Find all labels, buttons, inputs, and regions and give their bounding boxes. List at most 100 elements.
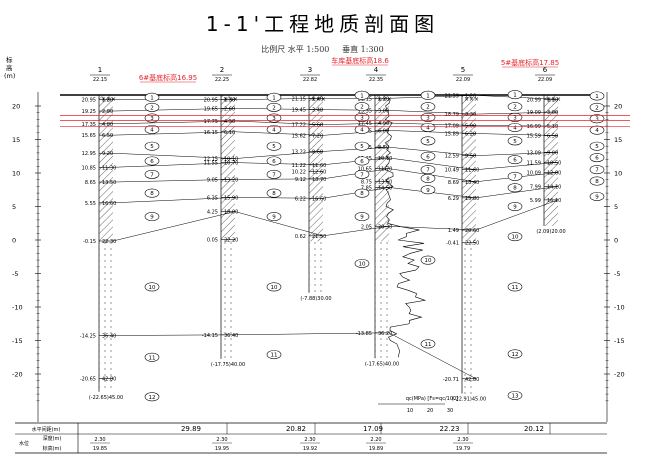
borehole-hatch bbox=[99, 95, 113, 242]
stratum-boundary bbox=[112, 108, 559, 115]
layer-depth: 3.00 bbox=[547, 110, 558, 116]
stratum-number: 1 bbox=[426, 93, 430, 99]
stratum-marker bbox=[507, 136, 523, 146]
layer-elev: 12.59 bbox=[445, 154, 459, 160]
axis-tick-label: 0 bbox=[614, 237, 618, 245]
stratum-marker bbox=[266, 188, 282, 198]
layer-elev: 21.59 bbox=[445, 93, 459, 99]
stratum-marker bbox=[507, 171, 523, 181]
layer-elev: -14.25 bbox=[80, 333, 96, 339]
axis-tick-label: -5 bbox=[614, 270, 620, 278]
spacing-value: 17.09 bbox=[363, 425, 383, 433]
stratum-marker bbox=[507, 102, 523, 112]
stratum-marker bbox=[266, 124, 282, 134]
stratum-marker bbox=[144, 102, 160, 112]
borehole-hatch bbox=[309, 95, 323, 242]
stratum-number: 7 bbox=[513, 174, 517, 180]
layer-elev: -20.71 bbox=[443, 377, 459, 383]
stratum-marker bbox=[354, 156, 370, 166]
fill-mark: × bbox=[469, 96, 474, 103]
layer-depth: 6.50 bbox=[102, 133, 113, 139]
stratum-marker bbox=[266, 156, 282, 166]
layer-elev: 2.05 bbox=[361, 224, 372, 230]
stratum-marker bbox=[507, 155, 523, 165]
stratum-number: 4 bbox=[595, 128, 599, 134]
axis-tick-label: 10 bbox=[614, 170, 622, 178]
stratum-marker bbox=[144, 169, 160, 179]
water-elev: 19.92 bbox=[303, 446, 317, 452]
water-elev: 19.89 bbox=[369, 446, 383, 452]
spacing-value: 20.12 bbox=[524, 425, 544, 433]
stratum-number: 3 bbox=[272, 116, 276, 122]
layer-depth: 12.60 bbox=[312, 170, 326, 176]
stratum-number: 6 bbox=[360, 159, 364, 165]
layer-depth: 20.30 bbox=[378, 224, 392, 230]
stratum-number: 6 bbox=[513, 158, 517, 164]
borehole-id: 6 bbox=[543, 66, 548, 74]
stratum-marker bbox=[354, 212, 370, 222]
stratum-marker bbox=[144, 141, 160, 151]
layer-depth: 15.90 bbox=[224, 195, 238, 201]
stratum-marker bbox=[354, 258, 370, 268]
stratum-number: 2 bbox=[272, 105, 276, 111]
layer-elev: 7.85 bbox=[361, 185, 372, 191]
layer-depth: 22.50 bbox=[465, 241, 479, 247]
stratum-marker bbox=[589, 191, 605, 201]
borehole-hatch bbox=[375, 95, 389, 242]
stratum-number: 5 bbox=[595, 144, 599, 150]
stratum-marker bbox=[420, 151, 436, 161]
stratum-marker bbox=[507, 390, 523, 400]
elevation-note: 5#基底标高17.85 bbox=[501, 58, 559, 67]
stratum-number: 7 bbox=[595, 168, 599, 174]
layer-depth: 15.80 bbox=[465, 196, 479, 202]
stratum-marker bbox=[507, 282, 523, 292]
layer-depth: 9.60 bbox=[312, 149, 323, 155]
layer-depth: 5.60 bbox=[312, 123, 323, 129]
stratum-number: 8 bbox=[272, 191, 276, 197]
layer-elev: 20.95 bbox=[82, 98, 96, 104]
layer-elev: 16.15 bbox=[204, 130, 218, 136]
row3-label: 水位 bbox=[19, 440, 29, 447]
layer-depth: 10.70 bbox=[224, 161, 238, 167]
borehole-top-elev: 22.82 bbox=[303, 77, 317, 83]
stratum-marker bbox=[266, 350, 282, 360]
stratum-number: 1 bbox=[360, 93, 364, 99]
cpt-tick: 30 bbox=[447, 408, 453, 414]
stratum-marker bbox=[589, 125, 605, 135]
layer-elev: 17.45 bbox=[358, 121, 372, 127]
layer-depth: 2.60 bbox=[224, 106, 235, 112]
layer-elev: 4.25 bbox=[207, 210, 218, 216]
stratum-number: 8 bbox=[513, 186, 517, 192]
stratum-number: 3 bbox=[150, 116, 154, 122]
layer-depth: 13.60 bbox=[378, 179, 392, 185]
stratum-number: 8 bbox=[426, 176, 430, 182]
stratum-number: 8 bbox=[595, 179, 599, 185]
stratum-marker bbox=[589, 176, 605, 186]
layer-elev: -0.41 bbox=[446, 241, 459, 247]
layer-depth: 13.20 bbox=[224, 177, 238, 183]
cpt-qc-line bbox=[384, 99, 427, 358]
stratum-marker bbox=[266, 92, 282, 102]
layer-elev: 1.49 bbox=[448, 228, 459, 234]
stratum-marker bbox=[144, 92, 160, 102]
borehole-hatch bbox=[544, 95, 558, 226]
axis-tick-label: -15 bbox=[614, 337, 625, 345]
layer-elev: 21.15 bbox=[292, 96, 306, 102]
layer-elev: 10.49 bbox=[445, 168, 459, 174]
layer-elev: 13.22 bbox=[292, 149, 306, 155]
stratum-boundary bbox=[112, 332, 477, 379]
stratum-number: 5 bbox=[426, 139, 430, 145]
layer-elev: 9.05 bbox=[207, 177, 218, 183]
stratum-number: 10 bbox=[512, 235, 519, 241]
water-depth: 2.30 bbox=[304, 437, 315, 443]
water-depth: 2.20 bbox=[370, 437, 381, 443]
borehole-hatch bbox=[462, 95, 476, 242]
layer-depth: 9.20 bbox=[102, 151, 113, 157]
stratum-number: 12 bbox=[512, 352, 519, 358]
fill-mark: × bbox=[382, 96, 387, 103]
stratum-marker bbox=[354, 124, 370, 134]
layer-depth: 3.00 bbox=[378, 108, 389, 114]
layer-depth: 13.50 bbox=[102, 180, 116, 186]
